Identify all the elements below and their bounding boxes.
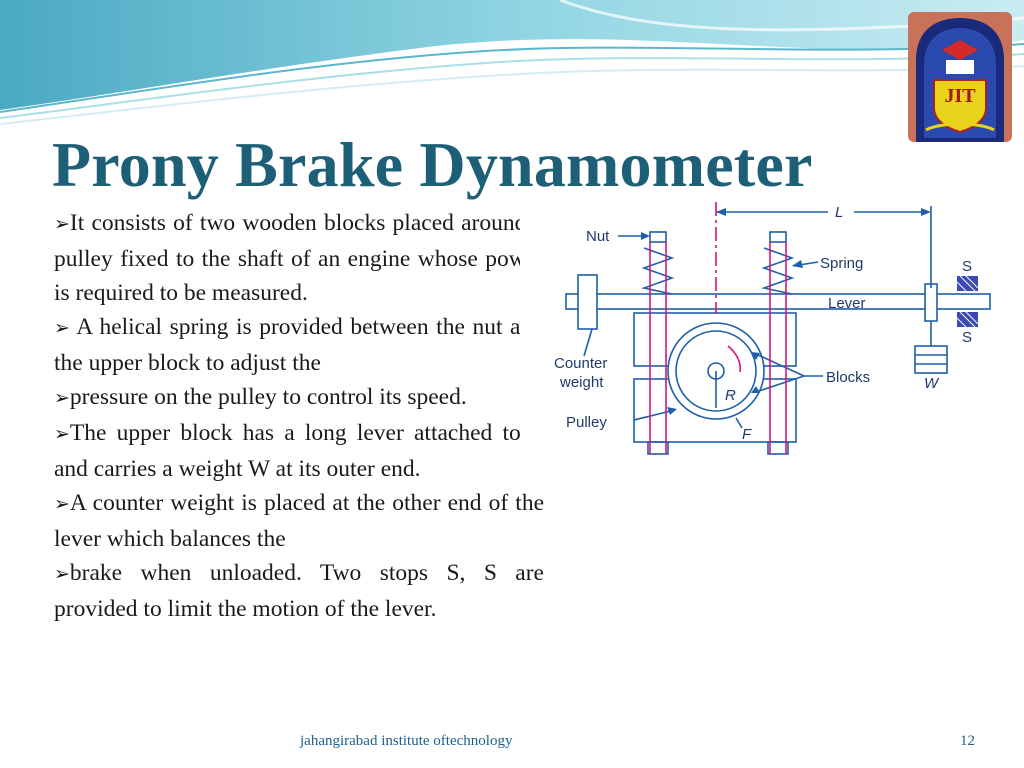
institute-logo: JIT (908, 12, 1012, 142)
label-weight-w: W (924, 375, 940, 392)
counter-weight (577, 274, 598, 330)
bullet-arrow-icon: ➢ (54, 388, 70, 409)
bullet-arrow-icon: ➢ (54, 564, 70, 585)
bullet-paragraph: ➢The upper block has a long lever attach… (54, 416, 544, 486)
bullet-paragraph: ➢It consists of two wooden blocks placed… (54, 206, 544, 310)
bullet-text: A helical spring is provided between the… (54, 314, 544, 376)
right-spring (761, 247, 795, 295)
bullet-text: pressure on the pulley to control its sp… (69, 384, 467, 410)
bullet-paragraph: ➢A counter weight is placed at the other… (54, 486, 544, 556)
bullet-text: It consists of two wooden blocks placed … (54, 210, 544, 306)
bullet-arrow-icon: ➢ (54, 318, 70, 339)
label-counter: Counter (554, 355, 607, 372)
bullet-text: brake when unloaded. Two stops S, S are … (54, 560, 544, 622)
label-weight: weight (559, 374, 604, 391)
label-stop-bottom: S (962, 329, 972, 346)
logo-text: JIT (944, 85, 976, 107)
label-length: L (835, 204, 843, 221)
header-wave-decoration (0, 0, 1024, 125)
bullet-text: A counter weight is placed at the other … (54, 490, 544, 552)
slide-title: Prony Brake Dynamometer (52, 129, 813, 200)
prony-brake-diagram: Nut Spring Lever Counter weight Blocks P… (520, 196, 1024, 471)
label-spring: Spring (820, 255, 863, 272)
bullet-arrow-icon: ➢ (54, 214, 70, 235)
label-blocks: Blocks (826, 369, 870, 386)
left-spring (641, 247, 675, 295)
weight-w (914, 345, 948, 374)
bullet-arrow-icon: ➢ (54, 494, 70, 515)
label-force: F (742, 426, 752, 443)
bullet-paragraph: ➢brake when unloaded. Two stops S, S are… (54, 556, 544, 626)
footer-institute-name: jahangirabad institute oftechnology (300, 733, 513, 749)
slide-body: ➢It consists of two wooden blocks placed… (54, 206, 544, 626)
bullet-paragraph: ➢pressure on the pulley to control its s… (54, 380, 544, 416)
label-radius: R (725, 387, 736, 404)
bullet-arrow-icon: ➢ (54, 424, 70, 445)
label-lever: Lever (828, 295, 866, 312)
label-pulley: Pulley (566, 414, 607, 431)
bullet-paragraph: ➢ A helical spring is provided between t… (54, 310, 544, 380)
bullet-text: The upper block has a long lever attache… (54, 420, 544, 482)
label-nut: Nut (586, 228, 610, 245)
page-number: 12 (960, 733, 975, 749)
lever-bar (565, 293, 991, 310)
label-stop-top: S (962, 258, 972, 275)
